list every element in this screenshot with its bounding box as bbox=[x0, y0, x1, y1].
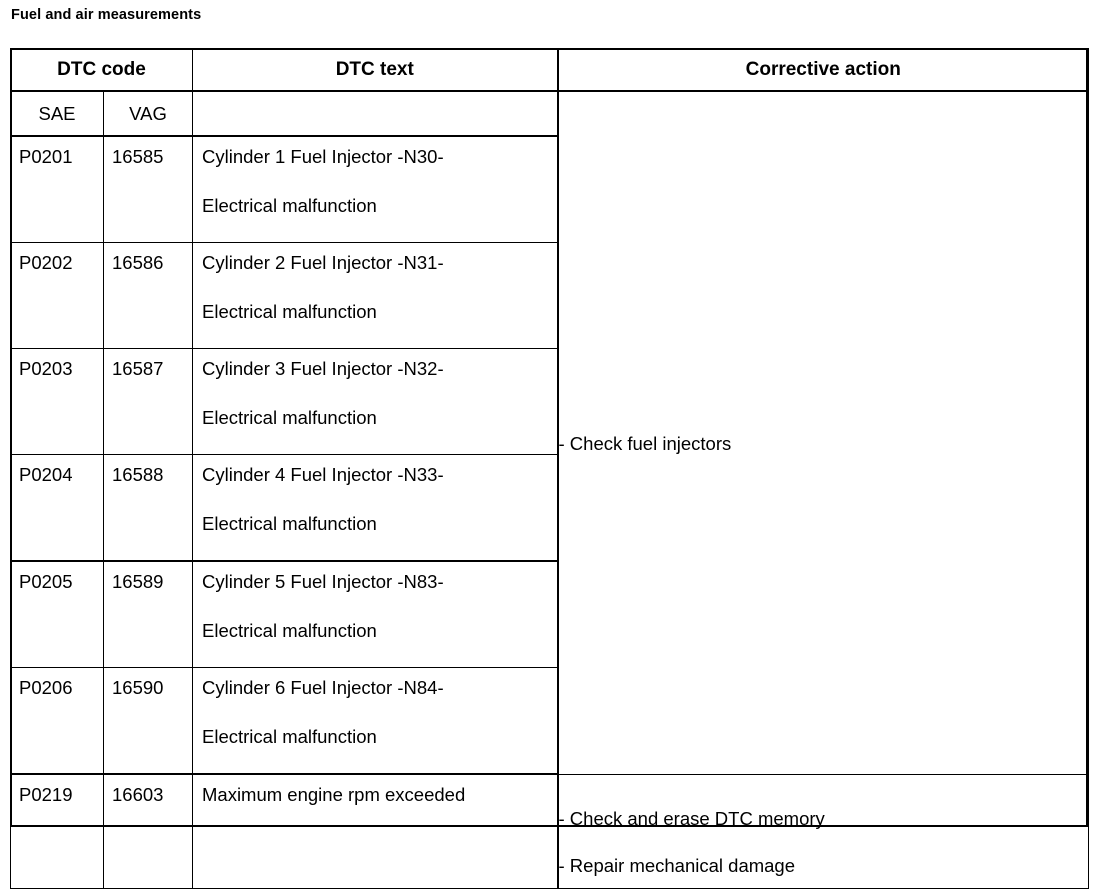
table-row: P0206 16590 Cylinder 6 Fuel Injector -N8… bbox=[10, 667, 1089, 775]
dtc-text-line-1: Maximum engine rpm exceeded bbox=[202, 784, 466, 805]
cell-sae-code: P0203 bbox=[10, 348, 104, 455]
cell-vag-code: 16586 bbox=[103, 242, 193, 349]
dtc-text-line-1: Cylinder 4 Fuel Injector -N33- bbox=[202, 464, 444, 485]
cell-dtc-text: Cylinder 6 Fuel Injector -N84- Electrica… bbox=[192, 667, 558, 775]
dtc-text-line-2: Electrical malfunction bbox=[202, 301, 377, 323]
corrective-action-cell-injectors: - Check fuel injectors bbox=[556, 90, 1089, 775]
column-header-dtc-text: DTC text bbox=[192, 48, 558, 92]
cell-dtc-text: Cylinder 2 Fuel Injector -N31- Electrica… bbox=[192, 242, 558, 349]
page-title: Fuel and air measurements bbox=[11, 7, 202, 23]
dtc-text-line-1: Cylinder 1 Fuel Injector -N30- bbox=[202, 146, 444, 167]
cell-sae-code: P0202 bbox=[10, 242, 104, 349]
table-row: P0205 16589 Cylinder 5 Fuel Injector -N8… bbox=[10, 560, 1089, 668]
cell-sae-code: P0204 bbox=[10, 454, 104, 562]
table-row: P0204 16588 Cylinder 4 Fuel Injector -N3… bbox=[10, 454, 1089, 562]
column-header-corrective-action: Corrective action bbox=[556, 48, 1089, 92]
table-head: DTC code DTC text Corrective action bbox=[10, 48, 1089, 92]
cell-vag-code: 16603 bbox=[103, 773, 193, 889]
cell-vag-code: 16589 bbox=[103, 560, 193, 668]
dtc-text-line-2: Electrical malfunction bbox=[202, 513, 377, 535]
corrective-action-line: - Repair mechanical damage bbox=[558, 855, 796, 877]
dtc-text-line-2: Electrical malfunction bbox=[202, 726, 377, 748]
cell-vag-code: 16588 bbox=[103, 454, 193, 562]
dtc-text-line-2: Electrical malfunction bbox=[202, 407, 377, 429]
dtc-text-line-2: Electrical malfunction bbox=[202, 195, 377, 217]
table-row: P0203 16587 Cylinder 3 Fuel Injector -N3… bbox=[10, 348, 1089, 455]
cell-dtc-text: Maximum engine rpm exceeded bbox=[192, 773, 558, 889]
column-header-dtc-code: DTC code bbox=[10, 48, 193, 92]
cell-vag-code: 16585 bbox=[103, 135, 193, 243]
cell-dtc-text: Cylinder 4 Fuel Injector -N33- Electrica… bbox=[192, 454, 558, 562]
cell-dtc-text: Cylinder 5 Fuel Injector -N83- Electrica… bbox=[192, 560, 558, 668]
cell-sae-code: P0206 bbox=[10, 667, 104, 775]
cell-dtc-text: Cylinder 3 Fuel Injector -N32- Electrica… bbox=[192, 348, 558, 455]
dtc-text-line-1: Cylinder 3 Fuel Injector -N32- bbox=[202, 358, 444, 379]
cell-sae-code: P0219 bbox=[10, 773, 104, 889]
corrective-action-cell-rpm: - Check and erase DTC memory - Repair me… bbox=[556, 773, 1089, 889]
cell-sae-code: P0205 bbox=[10, 560, 104, 668]
dtc-table: DTC code DTC text Corrective action SAE … bbox=[10, 48, 1089, 889]
subcolumn-header-sae: SAE bbox=[10, 90, 104, 137]
subcolumn-header-dtc-text-blank bbox=[192, 90, 558, 137]
table-row: P0201 16585 Cylinder 1 Fuel Injector -N3… bbox=[10, 135, 1089, 243]
dtc-text-line-2: Electrical malfunction bbox=[202, 620, 377, 642]
cell-dtc-text: Cylinder 1 Fuel Injector -N30- Electrica… bbox=[192, 135, 558, 243]
table-body: SAE VAG - Check fuel injectors P0201 165… bbox=[10, 90, 1089, 889]
dtc-text-line-1: Cylinder 6 Fuel Injector -N84- bbox=[202, 677, 444, 698]
table-row: P0219 16603 Maximum engine rpm exceeded … bbox=[10, 773, 1089, 889]
header-row: DTC code DTC text Corrective action bbox=[10, 48, 1089, 92]
subcolumn-header-vag: VAG bbox=[103, 90, 193, 137]
cell-sae-code: P0201 bbox=[10, 135, 104, 243]
page: Fuel and air measurements DTC code DTC t… bbox=[10, 7, 1089, 889]
dtc-text-line-1: Cylinder 5 Fuel Injector -N83- bbox=[202, 571, 444, 592]
cell-vag-code: 16587 bbox=[103, 348, 193, 455]
corrective-action-line: - Check and erase DTC memory bbox=[558, 807, 825, 829]
table-row: P0202 16586 Cylinder 2 Fuel Injector -N3… bbox=[10, 242, 1089, 349]
cell-vag-code: 16590 bbox=[103, 667, 193, 775]
dtc-text-line-1: Cylinder 2 Fuel Injector -N31- bbox=[202, 252, 444, 273]
subheader-row: SAE VAG - Check fuel injectors bbox=[10, 90, 1089, 775]
corrective-action-line: - Check fuel injectors bbox=[558, 433, 732, 455]
